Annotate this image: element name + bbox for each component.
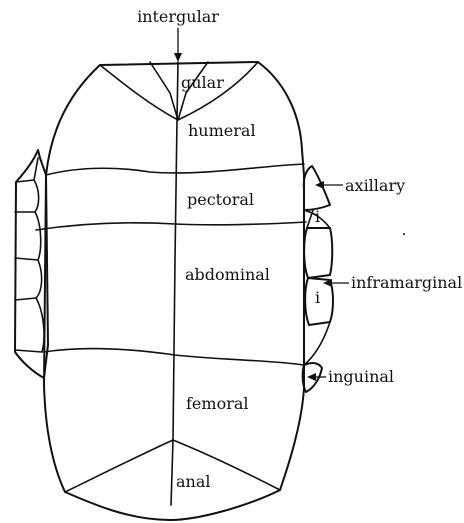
stray-dot: [403, 233, 405, 235]
left-marginal-rounds: [34, 180, 44, 352]
axillary-label: axillary: [345, 176, 405, 195]
inframarginal-lower-label: i: [315, 288, 320, 307]
inframarginal-upper-label: i: [315, 207, 320, 226]
midline-seam: [171, 62, 178, 505]
humeral-label: humeral: [188, 121, 256, 140]
gular-seams: [100, 62, 258, 120]
humeral-pectoral-seam: [46, 164, 304, 175]
gular-label: gular: [181, 73, 224, 92]
abdominal-label: abdominal: [185, 265, 270, 284]
inframarginal-label: inframarginal: [351, 273, 462, 292]
pectoral-abdominal-seam: [36, 222, 306, 230]
pectoral-label: pectoral: [187, 190, 254, 209]
axillary-scute: [304, 166, 330, 210]
intergular-arrowhead: [174, 53, 182, 62]
inguinal-arrowhead: [307, 373, 316, 381]
inframarginal-scutes: [304, 228, 333, 325]
femoral-label: femoral: [186, 394, 249, 413]
intergular-label: intergular: [137, 7, 219, 26]
inguinal-label: inguinal: [328, 367, 394, 386]
anal-label: anal: [176, 472, 211, 491]
